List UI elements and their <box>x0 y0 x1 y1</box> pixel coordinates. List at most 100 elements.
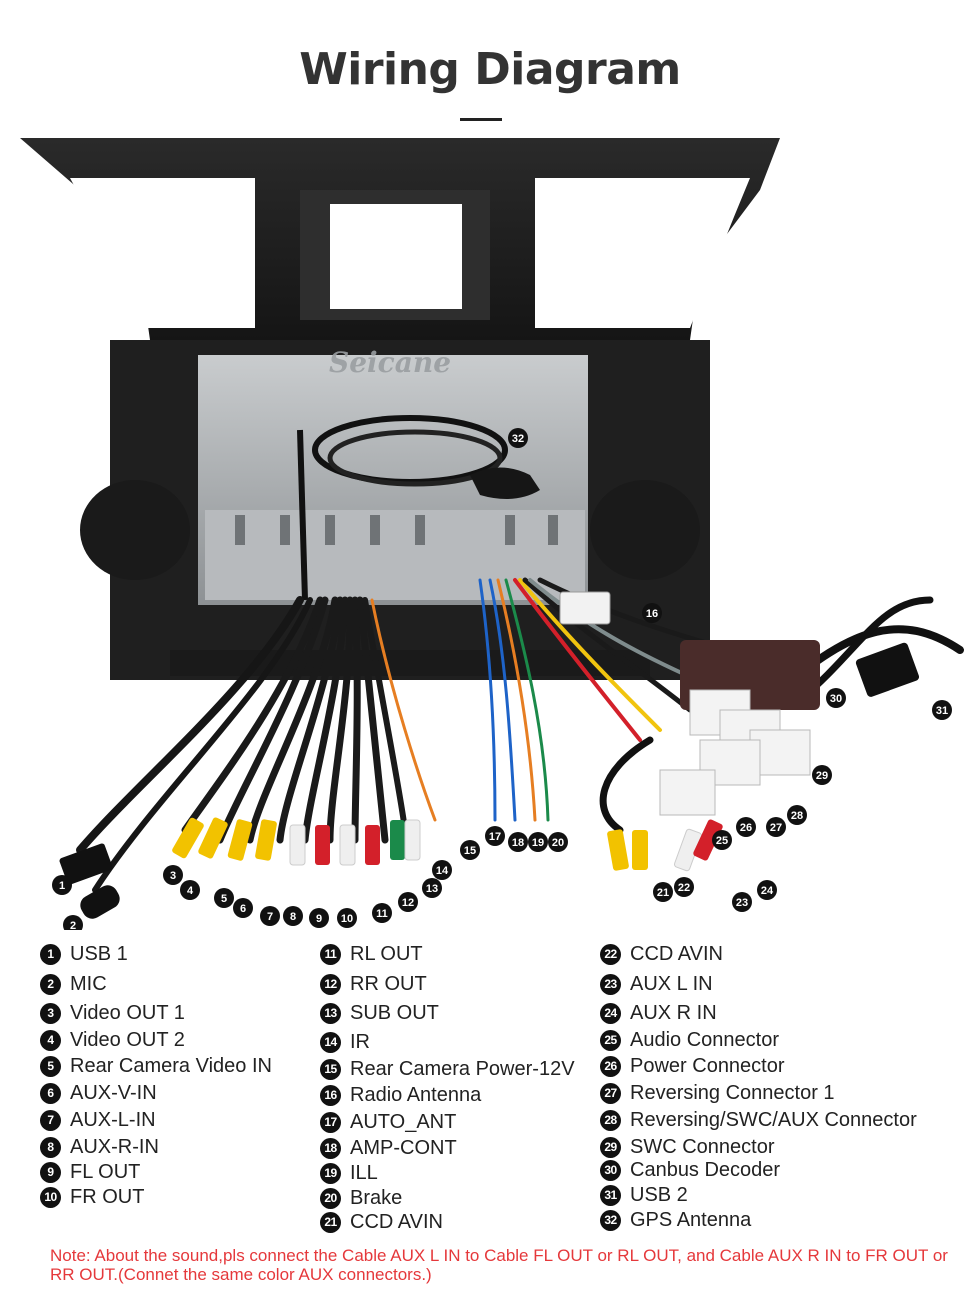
legend-item: 5 Rear Camera Video IN <box>40 1054 272 1078</box>
legend-label: IR <box>350 1030 370 1053</box>
callout-14: 14 <box>432 860 452 880</box>
legend-label: Radio Antenna <box>350 1083 482 1106</box>
number-badge: 16 <box>320 1084 341 1106</box>
legend-label: MIC <box>70 972 107 995</box>
callout-27: 27 <box>766 817 786 837</box>
legend-label: Video OUT 1 <box>70 1001 185 1024</box>
callout-32: 32 <box>508 428 528 448</box>
number-badge: 5 <box>40 1055 61 1077</box>
svg-text:2: 2 <box>70 920 76 930</box>
callout-2: 2 <box>63 915 83 930</box>
svg-text:1: 1 <box>59 880 65 892</box>
sound-connection-note: Note: About the sound,pls connect the Ca… <box>50 1246 948 1284</box>
callout-18: 18 <box>508 832 528 852</box>
legend-label: Power Connector <box>630 1054 785 1077</box>
svg-text:6: 6 <box>240 903 246 915</box>
number-badge: 11 <box>320 943 341 965</box>
number-badge: 3 <box>40 1002 61 1024</box>
svg-text:10: 10 <box>341 913 353 925</box>
svg-text:28: 28 <box>791 810 803 822</box>
legend-label: USB 2 <box>630 1183 688 1206</box>
svg-text:14: 14 <box>436 865 449 877</box>
svg-text:16: 16 <box>646 608 658 620</box>
legend-item: 17 AUTO_ANT <box>320 1110 456 1134</box>
number-badge: 18 <box>320 1137 341 1159</box>
number-badge: 26 <box>600 1055 621 1077</box>
number-badge: 13 <box>320 1002 341 1024</box>
callout-23: 23 <box>732 892 752 912</box>
callout-20: 20 <box>548 832 568 852</box>
svg-text:22: 22 <box>678 882 690 894</box>
legend-item: 31 USB 2 <box>600 1183 688 1207</box>
callout-17: 17 <box>485 826 505 846</box>
number-badge: 12 <box>320 973 341 995</box>
callout-3: 3 <box>163 865 183 885</box>
legend-label: Reversing Connector 1 <box>630 1081 835 1104</box>
callout-6: 6 <box>233 898 253 918</box>
brand-watermark: Seicane <box>329 346 451 379</box>
callout-15: 15 <box>460 840 480 860</box>
svg-text:4: 4 <box>187 885 194 897</box>
svg-text:13: 13 <box>426 883 438 895</box>
legend-label: Canbus Decoder <box>630 1158 781 1181</box>
legend-label: AUX-R-IN <box>70 1135 159 1158</box>
callout-24: 24 <box>757 880 777 900</box>
legend-label: RL OUT <box>350 942 423 965</box>
legend-item: 3 Video OUT 1 <box>40 1001 185 1025</box>
legend-label: Reversing/SWC/AUX Connector <box>630 1108 917 1131</box>
legend-label: AUX-V-IN <box>70 1081 157 1104</box>
page-title: Wiring Diagram <box>299 44 681 95</box>
callout-30: 30 <box>826 688 846 708</box>
legend-label: AMP-CONT <box>350 1136 457 1159</box>
legend-label: SWC Connector <box>630 1135 775 1158</box>
number-badge: 31 <box>600 1184 621 1206</box>
callout-29: 29 <box>812 765 832 785</box>
callout-5: 5 <box>214 888 234 908</box>
svg-text:18: 18 <box>512 837 524 849</box>
legend-label: FL OUT <box>70 1160 141 1183</box>
svg-text:24: 24 <box>761 885 774 897</box>
legend-label: AUTO_ANT <box>350 1110 457 1133</box>
mic-plug <box>80 885 120 919</box>
callout-1: 1 <box>52 875 72 895</box>
svg-text:25: 25 <box>716 835 728 847</box>
number-badge: 19 <box>320 1162 341 1184</box>
rca-plugs-left <box>172 817 421 866</box>
legend-item: 16 Radio Antenna <box>320 1083 481 1107</box>
number-badge: 15 <box>320 1058 341 1080</box>
number-badge: 17 <box>320 1111 341 1133</box>
legend-label: Rear Camera Video IN <box>70 1054 272 1077</box>
legend-item: 6 AUX-V-IN <box>40 1081 157 1105</box>
svg-text:26: 26 <box>740 822 752 834</box>
svg-text:11: 11 <box>376 908 388 920</box>
svg-text:9: 9 <box>316 913 322 925</box>
radio-unit-illustration: Seicane <box>20 138 964 930</box>
callout-9: 9 <box>309 908 329 928</box>
number-badge: 27 <box>600 1082 621 1104</box>
legend-label: ILL <box>350 1161 378 1184</box>
number-badge: 4 <box>40 1029 61 1051</box>
svg-text:23: 23 <box>736 897 748 909</box>
svg-text:32: 32 <box>512 433 524 445</box>
legend-item: 18 AMP-CONT <box>320 1136 457 1160</box>
callout-21: 21 <box>653 882 673 902</box>
callout-10: 10 <box>337 908 357 928</box>
number-badge: 6 <box>40 1082 61 1104</box>
radio-antenna-plug <box>559 591 611 625</box>
callout-13: 13 <box>422 878 442 898</box>
